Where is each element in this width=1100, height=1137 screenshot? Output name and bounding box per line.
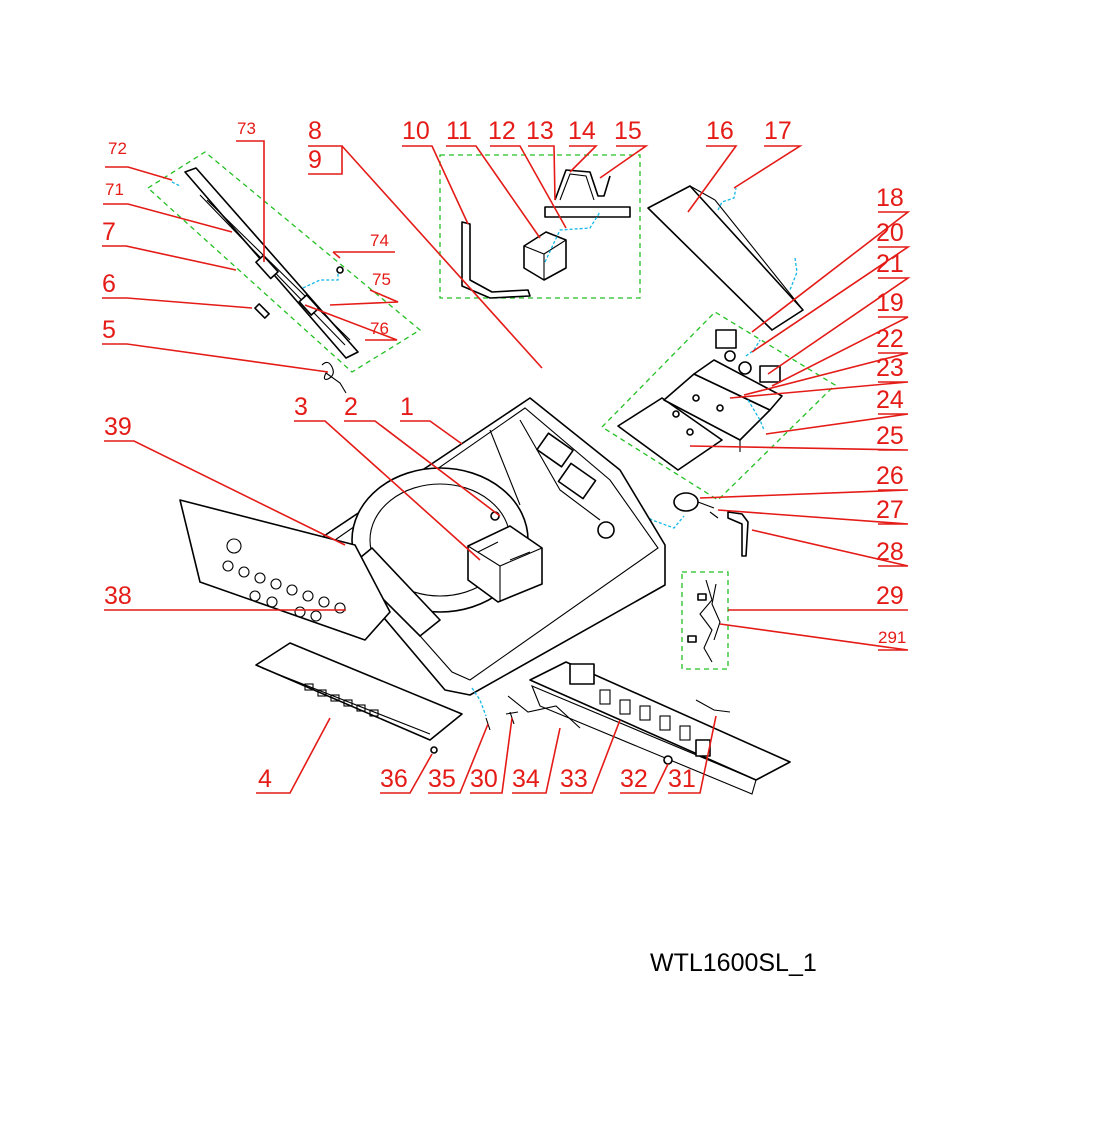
wire-harness-part bbox=[687, 579, 721, 663]
callout-1: 1 bbox=[400, 393, 414, 421]
callout-25: 25 bbox=[876, 422, 904, 450]
leader-lines bbox=[102, 140, 911, 794]
callout-12: 12 bbox=[488, 117, 516, 145]
callout-16: 16 bbox=[706, 117, 734, 145]
control-panel-part bbox=[179, 499, 391, 641]
callout-76: 76 bbox=[370, 319, 389, 338]
callout-34: 34 bbox=[512, 765, 540, 793]
dispenser-group-box bbox=[600, 311, 837, 501]
dispenser-parts bbox=[617, 329, 783, 471]
callout-23: 23 bbox=[876, 354, 904, 382]
detergent-drawer-part bbox=[467, 525, 543, 603]
callout-19: 19 bbox=[876, 289, 904, 317]
model-caption: WTL1600SL_1 bbox=[650, 949, 817, 977]
callout-32: 32 bbox=[620, 765, 648, 793]
callout-21: 21 bbox=[876, 250, 904, 278]
callout-36: 36 bbox=[380, 765, 408, 793]
callout-7: 7 bbox=[102, 218, 116, 246]
callout-15: 15 bbox=[614, 117, 642, 145]
callout-5: 5 bbox=[102, 316, 116, 344]
callout-2: 2 bbox=[344, 393, 358, 421]
callout-75: 75 bbox=[372, 270, 391, 289]
callout-27: 27 bbox=[876, 496, 904, 524]
small-screws-parts bbox=[471, 687, 581, 731]
callout-20: 20 bbox=[876, 219, 904, 247]
callout-30: 30 bbox=[470, 765, 498, 793]
callout-11: 11 bbox=[446, 117, 472, 145]
callout-14: 14 bbox=[568, 117, 596, 145]
callout-33: 33 bbox=[560, 765, 588, 793]
callout-71: 71 bbox=[105, 180, 124, 199]
lid-spring-part bbox=[321, 361, 347, 394]
lid-part bbox=[184, 167, 359, 359]
back-panel-part bbox=[647, 185, 804, 331]
control-board-part bbox=[529, 661, 791, 795]
wire-harness-group-box bbox=[681, 571, 729, 670]
callout-17: 17 bbox=[764, 117, 792, 145]
screw-74 bbox=[336, 266, 344, 274]
valve-parts bbox=[461, 169, 631, 299]
callout-39: 39 bbox=[104, 413, 132, 441]
callout-3: 3 bbox=[294, 393, 308, 421]
callout-18: 18 bbox=[876, 184, 904, 212]
callout-31: 31 bbox=[668, 765, 696, 793]
callout-22: 22 bbox=[876, 325, 904, 353]
callout-4: 4 bbox=[258, 765, 272, 793]
valve-group-box bbox=[439, 154, 641, 299]
callout-35: 35 bbox=[428, 765, 456, 793]
callout-24: 24 bbox=[876, 386, 904, 414]
callout-28: 28 bbox=[876, 538, 904, 566]
callout-72: 72 bbox=[108, 139, 127, 158]
callout-74: 74 bbox=[370, 231, 389, 250]
callout-73: 73 bbox=[237, 119, 256, 138]
callout-6: 6 bbox=[102, 270, 116, 298]
callout-38: 38 bbox=[104, 582, 132, 610]
callout-8: 8 bbox=[308, 117, 322, 145]
callout-29: 29 bbox=[876, 582, 904, 610]
callout-26: 26 bbox=[876, 462, 904, 490]
pressure-switch-parts bbox=[619, 492, 749, 557]
callout-291: 291 bbox=[878, 628, 906, 647]
front-panel-part bbox=[255, 642, 463, 754]
lid-assembly-group-box bbox=[146, 151, 422, 373]
callout-10: 10 bbox=[402, 117, 430, 145]
callout-13: 13 bbox=[526, 117, 554, 145]
hinge-pin-part bbox=[254, 303, 270, 319]
callout-9: 9 bbox=[308, 146, 322, 174]
